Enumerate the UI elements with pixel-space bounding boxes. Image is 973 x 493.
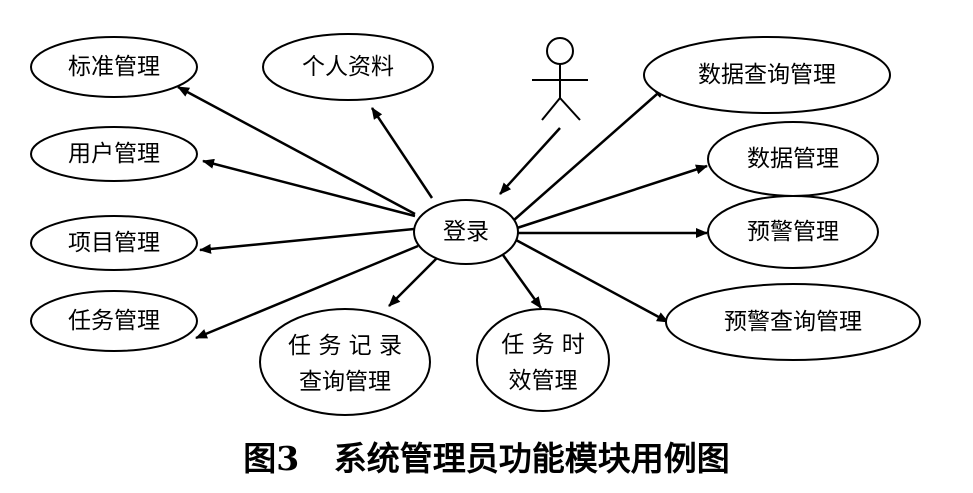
arrow-to-data-management	[516, 164, 708, 230]
use-case-user-management: 用户管理	[30, 126, 198, 182]
use-case-standard-management: 标准管理	[30, 36, 198, 98]
use-case-label: 个人资料	[302, 54, 394, 80]
figure-caption: 图3 系统管理员功能模块用例图	[0, 432, 973, 480]
use-case-label: 预警查询管理	[724, 309, 862, 335]
use-case-project-management: 项目管理	[30, 215, 198, 271]
use-case-label: 任务管理	[68, 308, 160, 334]
center-node-login: 登录	[413, 199, 519, 265]
arrow-from-actor-to-login	[499, 127, 561, 195]
use-case-label: 预警管理	[747, 219, 839, 245]
use-case-task-record-query: 任 务 记 录 查询管理	[259, 308, 431, 416]
arrow-to-project-management	[199, 227, 415, 254]
arrow-to-standard-management	[177, 85, 416, 216]
use-case-personal-info: 个人资料	[262, 33, 434, 101]
use-case-label: 用户管理	[68, 141, 160, 167]
use-case-label-line-2: 查询管理	[299, 369, 391, 395]
arrow-to-personal-info	[370, 107, 434, 199]
use-case-data-query-management: 数据查询管理	[643, 36, 891, 114]
use-case-label: 数据管理	[747, 146, 839, 172]
actor-stick-figure-icon	[532, 37, 588, 121]
use-case-label: 标准管理	[68, 54, 160, 80]
arrow-to-data-query-management	[513, 86, 666, 221]
use-case-label-line-2: 效管理	[509, 368, 578, 394]
figure-number: 图3	[243, 439, 300, 478]
use-case-label-line-1: 任 务 记 录	[288, 333, 402, 359]
use-case-data-management: 数据管理	[707, 121, 879, 197]
arrow-to-user-management	[202, 158, 416, 218]
arrow-to-task-timeliness	[501, 254, 543, 309]
use-case-task-management: 任务管理	[30, 290, 198, 352]
figure-title: 系统管理员功能模块用例图	[333, 439, 730, 478]
arrows	[177, 85, 708, 340]
use-case-label: 数据查询管理	[698, 62, 836, 88]
use-case-warning-query-management: 预警查询管理	[665, 283, 921, 361]
center-node-label: 登录	[443, 219, 489, 245]
use-case-task-timeliness: 任 务 时 效管理	[476, 308, 610, 412]
arrow-to-task-management	[195, 244, 419, 340]
arrow-to-warning-query-management	[515, 238, 669, 324]
use-case-warning-management: 预警管理	[707, 195, 879, 269]
use-case-label: 项目管理	[68, 230, 160, 256]
use-case-label-line-1: 任 务 时	[501, 332, 585, 358]
arrow-to-task-record-query	[388, 257, 438, 307]
